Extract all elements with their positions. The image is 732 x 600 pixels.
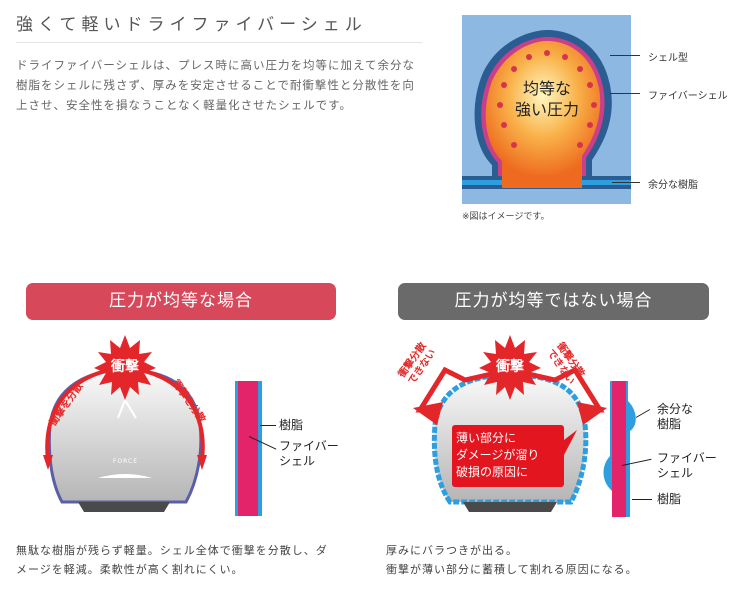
leader-line	[632, 499, 652, 500]
label-fiber: ファイバーシェル	[648, 91, 728, 102]
leader-line	[610, 55, 640, 56]
banner-even: 圧力が均等な場合	[26, 283, 336, 320]
page-title: 強くて軽いドライファイバーシェル	[16, 15, 367, 35]
helmet-uneven	[413, 335, 607, 512]
caption-even: 無駄な樹脂が残らず軽量。シェル全体で衝撃を分散し、ダメージを軽減。柔軟性が高く割…	[16, 544, 328, 576]
label-resin: 樹脂	[657, 492, 682, 506]
caption-uneven: 厚みにバラつきが出る。衝撃が薄い部分に蓄積して割れる原因になる。	[386, 544, 638, 576]
logo: FORCE	[113, 458, 139, 465]
center-text: 均等な 強い圧力	[514, 79, 579, 119]
label-mold: シェル型	[648, 53, 688, 64]
layer-strip-uneven	[603, 381, 636, 517]
layer-strip	[235, 381, 262, 516]
helmet-even	[43, 335, 212, 512]
press-diagram	[462, 15, 631, 204]
label-fiber: ファイバーシェル	[279, 439, 339, 468]
divider	[16, 42, 422, 43]
label-resin: 樹脂	[279, 418, 304, 432]
label-excess-resin: 余分な樹脂	[657, 402, 694, 431]
intro-text: ドライファイバーシェルは、プレス時に高い圧力を均等に加えて余分な樹脂をシェルに残…	[16, 58, 415, 112]
leader-line	[612, 182, 640, 183]
leader-line	[260, 425, 276, 426]
image-note: ※図はイメージです。	[462, 212, 550, 222]
impact-label: 衝撃	[496, 359, 524, 375]
warning-box: 薄い部分にダメージが溜り破損の原因に	[456, 431, 540, 479]
label-resin: 余分な樹脂	[648, 180, 698, 191]
label-fiber: ファイバーシェル	[657, 451, 717, 480]
impact-label: 衝撃	[111, 359, 139, 375]
leader-line	[610, 93, 640, 94]
banner-uneven: 圧力が均等ではない場合	[398, 283, 709, 320]
